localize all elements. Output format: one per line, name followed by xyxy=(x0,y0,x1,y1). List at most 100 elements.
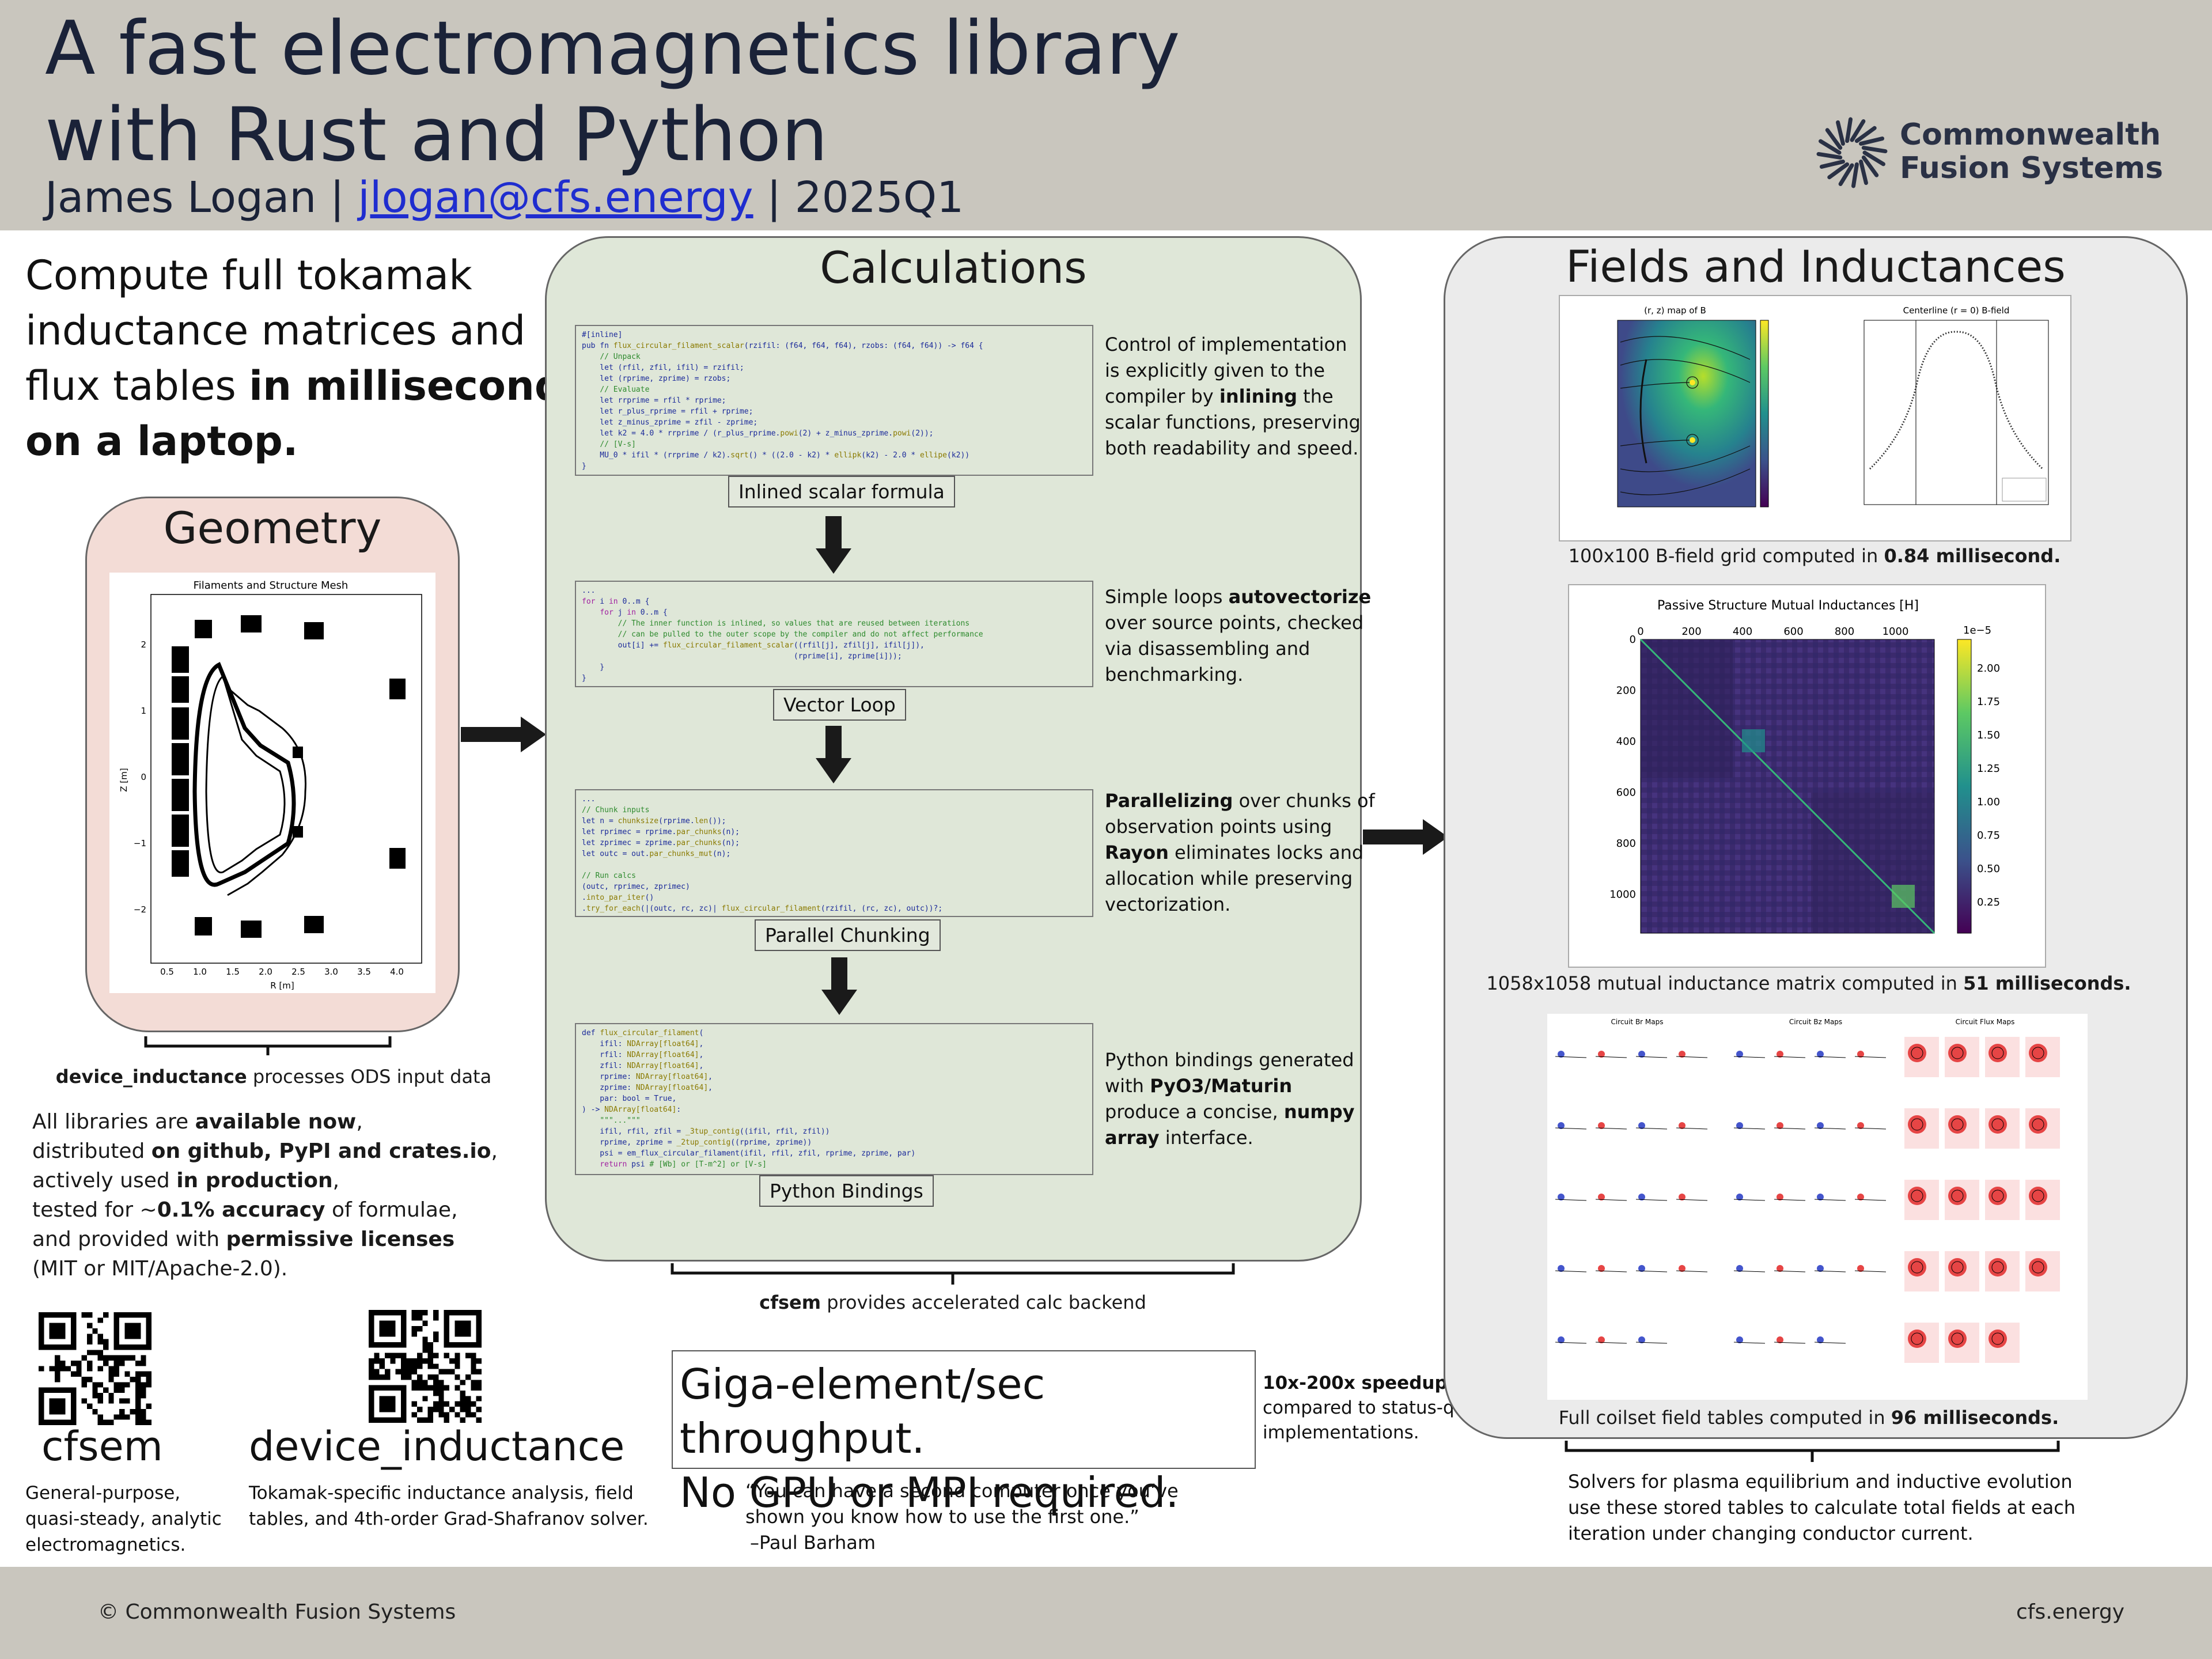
streamlines xyxy=(1620,336,1751,495)
step2-d1a: Simple loops xyxy=(1105,586,1229,608)
flux-blob xyxy=(1948,1330,1967,1348)
flux-blob xyxy=(1948,1115,1967,1134)
cfsem-qr-code-icon[interactable] xyxy=(36,1312,154,1425)
intro-line3: flux tables in milliseconds xyxy=(25,358,588,414)
bfield-colorbar xyxy=(1760,320,1769,507)
step1-desc-line5: both readability and speed. xyxy=(1105,437,1359,459)
coil-dot xyxy=(1598,1122,1605,1129)
logo-line2: Fusion Systems xyxy=(1900,151,2164,185)
coil-dot xyxy=(1857,1194,1864,1200)
geometry-caption-rest: processes ODS input data xyxy=(247,1066,492,1088)
step4-desc-line1: Python bindings generated xyxy=(1105,1049,1354,1071)
colorbar-tick: 0.50 xyxy=(1977,863,2000,875)
poster-title-line2: with Rust and Python xyxy=(45,92,828,178)
coil-map-grid xyxy=(1553,1037,2060,1363)
geometry-xtick: 2.0 xyxy=(259,967,272,977)
br-maps-title: Circuit Br Maps xyxy=(1611,1018,1664,1026)
coil-dot xyxy=(1736,1194,1743,1200)
coilset-caption: Full coilset field tables computed in 96… xyxy=(1475,1407,2143,1429)
field-line xyxy=(1774,1342,1806,1344)
fig1-caption-plain: 100x100 B-field grid computed in xyxy=(1568,545,1884,567)
colorbar-tick: 0.25 xyxy=(1977,896,2000,908)
step4-d2a: with xyxy=(1105,1075,1150,1097)
step2-desc-line4: benchmarking. xyxy=(1105,664,1244,685)
step1-d3a: compiler by xyxy=(1105,385,1219,407)
bfield-heatmap xyxy=(1617,320,1756,507)
inductance-xtick: 0 xyxy=(1637,626,1643,638)
bz-maps-title: Circuit Bz Maps xyxy=(1789,1018,1842,1026)
flux-blob xyxy=(1948,1044,1967,1062)
geometry-ylabel: Z [m] xyxy=(119,768,129,791)
field-line xyxy=(1635,1056,1668,1058)
avail-l3a: actively used xyxy=(32,1169,177,1192)
inductance-xtick: 800 xyxy=(1835,626,1854,638)
avail-l4c: of formulae, xyxy=(325,1198,458,1222)
step2-desc-line1: Simple loops autovectorize xyxy=(1105,584,1371,610)
flux-blob xyxy=(1908,1330,1926,1348)
flux-blob xyxy=(1988,1044,2007,1062)
flux-blob xyxy=(1908,1258,1926,1277)
step3-d1b: over chunks of xyxy=(1233,790,1375,812)
coil-dot xyxy=(1558,1336,1565,1343)
colorbar-tick: 1.25 xyxy=(1977,763,2000,775)
logo-line1: Commonwealth xyxy=(1900,118,2161,152)
coil-dot xyxy=(1777,1336,1783,1343)
code-block-bindings: def flux_circular_filament( ifil: NDArra… xyxy=(575,1023,1093,1175)
cfsem-desc-line1: General-purpose, xyxy=(25,1483,181,1503)
availability-text: All libraries are available now, distrib… xyxy=(32,1107,539,1283)
coil-dot xyxy=(1736,1051,1743,1058)
geometry-xtick: 3.0 xyxy=(324,967,338,977)
flux-contour xyxy=(2032,1190,2044,1202)
field-line xyxy=(1774,1270,1806,1272)
geometry-title: Geometry xyxy=(163,502,382,554)
geometry-ytick: −1 xyxy=(134,838,146,849)
coil-dot xyxy=(1558,1051,1565,1058)
author-email-link[interactable]: jlogan@cfs.energy xyxy=(358,173,753,222)
flux-blob xyxy=(1948,1187,1967,1205)
field-line xyxy=(1814,1342,1846,1344)
inductance-ytick: 200 xyxy=(1616,685,1636,697)
field-line xyxy=(1555,1199,1587,1201)
coil-dot xyxy=(1638,1051,1645,1058)
flux-contour xyxy=(1911,1047,1923,1059)
centerline-title: Centerline (r = 0) B-field xyxy=(1903,305,2010,316)
code-block-inlined: #[inline] pub fn flux_circular_filament_… xyxy=(575,325,1093,476)
field-line xyxy=(1774,1127,1806,1130)
coil-dot xyxy=(1638,1122,1645,1129)
flux-blob xyxy=(2029,1044,2047,1062)
geometry-axes xyxy=(150,594,422,964)
footer-site-link[interactable]: cfs.energy xyxy=(2016,1600,2125,1624)
colorbar-tick: 2.00 xyxy=(1977,662,2000,675)
cfsem-desc-line3: electromagnetics. xyxy=(25,1535,186,1555)
step-label-vector-loop: Vector Loop xyxy=(773,689,906,721)
inductance-xtick: 1000 xyxy=(1883,626,1909,638)
centerline-legend xyxy=(2002,478,2047,502)
bfield-map-title: (r, z) map of B xyxy=(1644,305,1706,316)
geometry-xtick: 1.0 xyxy=(193,967,207,977)
fig3-caption-plain: Full coilset field tables computed in xyxy=(1558,1407,1891,1429)
step-desc-bindings: Python bindings generated with PyO3/Matu… xyxy=(1105,1047,1354,1151)
availability-line6: (MIT or MIT/Apache-2.0). xyxy=(32,1257,288,1281)
coil-dot xyxy=(1638,1194,1645,1200)
coil-dot xyxy=(1638,1336,1645,1343)
geometry-ytick: −2 xyxy=(134,904,146,915)
flux-contour xyxy=(1951,1047,1964,1059)
coil-dot xyxy=(1598,1194,1605,1200)
calculations-title: Calculations xyxy=(820,242,1087,293)
geometry-xtick: 4.0 xyxy=(390,967,404,977)
coil-blocks xyxy=(172,615,406,938)
coil-dot xyxy=(1817,1122,1824,1129)
fields-brace-icon xyxy=(1565,1441,2060,1462)
step4-desc-line4: array interface. xyxy=(1105,1125,1354,1151)
intro-statement: Compute full tokamak inductance matrices… xyxy=(25,248,588,469)
field-line xyxy=(1774,1199,1806,1201)
step4-d3b: numpy xyxy=(1283,1101,1355,1123)
geometry-ytick: 0 xyxy=(141,772,146,782)
flux-contour xyxy=(1951,1118,1964,1131)
field-line xyxy=(1635,1199,1668,1201)
geometry-ytick: 1 xyxy=(141,706,146,716)
poster-title-line1: A fast electromagnetics library xyxy=(45,6,1180,92)
device-inductance-qr-code-icon[interactable] xyxy=(369,1310,482,1423)
avail-l4b: 0.1% accuracy xyxy=(157,1198,325,1222)
separator: | xyxy=(329,173,344,222)
